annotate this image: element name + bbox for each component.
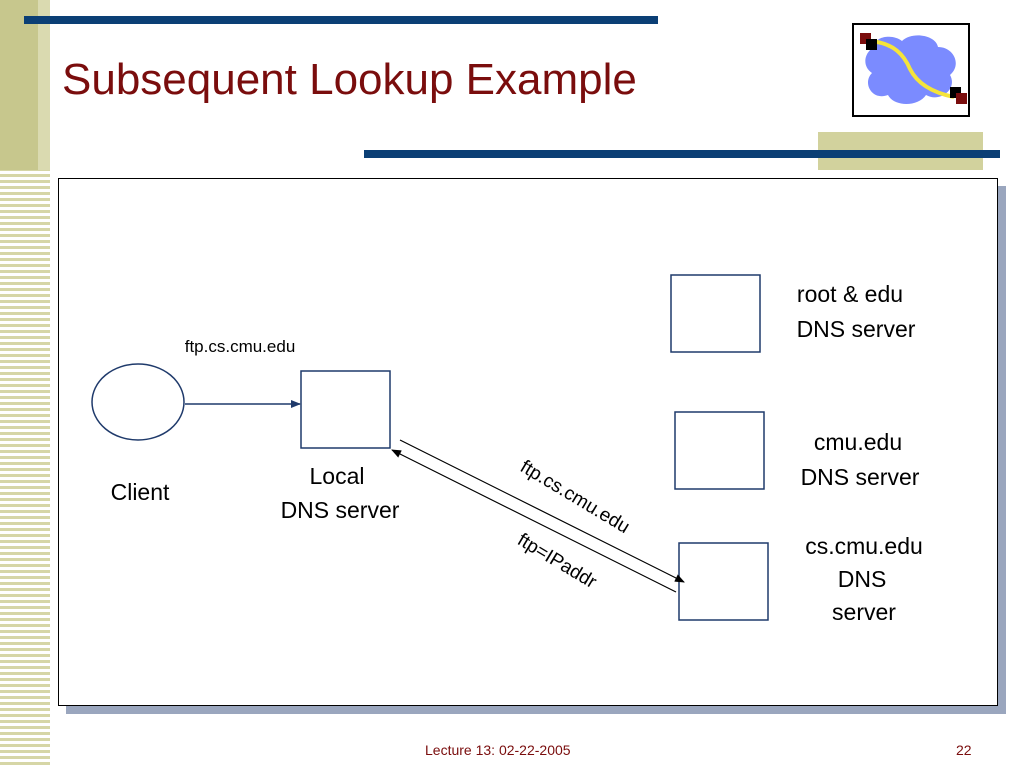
- footer-lecture: Lecture 13: 02-22-2005: [425, 742, 571, 758]
- request-arrow: [399, 439, 685, 583]
- local-dns-label-line2: DNS server: [281, 497, 400, 523]
- title-bar-top: [24, 16, 658, 24]
- reply-arrow: [391, 449, 677, 593]
- root-edu-dns-server-box: [670, 274, 761, 353]
- cs-dns-label-line3: server: [832, 599, 896, 625]
- root-dns-label-line2: DNS server: [797, 316, 916, 342]
- cs-dns-server-box: [678, 542, 769, 621]
- slide-title: Subsequent Lookup Example: [62, 55, 637, 104]
- cmu-dns-server-box: [674, 411, 765, 490]
- client-label: Client: [111, 479, 170, 505]
- local-dns-label-line1: Local: [310, 463, 365, 489]
- query-label: ftp.cs.cmu.edu: [185, 337, 296, 356]
- cs-dns-label-line1: cs.cmu.edu: [805, 533, 923, 559]
- diagram-panel: [58, 178, 998, 706]
- request-arrow-label: ftp.cs.cmu.edu: [516, 456, 633, 538]
- cs-dns-label-line2: DNS: [838, 566, 887, 592]
- root-dns-label-line1: root & edu: [797, 281, 903, 307]
- cmu-dns-label-line1: cmu.edu: [814, 429, 902, 455]
- network-logo-icon: [852, 23, 970, 117]
- reply-arrow-label: ftp=IPaddr: [514, 530, 601, 594]
- left-solid-inner-decoration: [38, 0, 50, 170]
- local-dns-server-box: [300, 370, 391, 449]
- footer-page-number: 22: [956, 742, 972, 758]
- title-bar-bottom: [364, 150, 1000, 158]
- client-node: [91, 363, 185, 441]
- cmu-dns-label-line2: DNS server: [801, 464, 920, 490]
